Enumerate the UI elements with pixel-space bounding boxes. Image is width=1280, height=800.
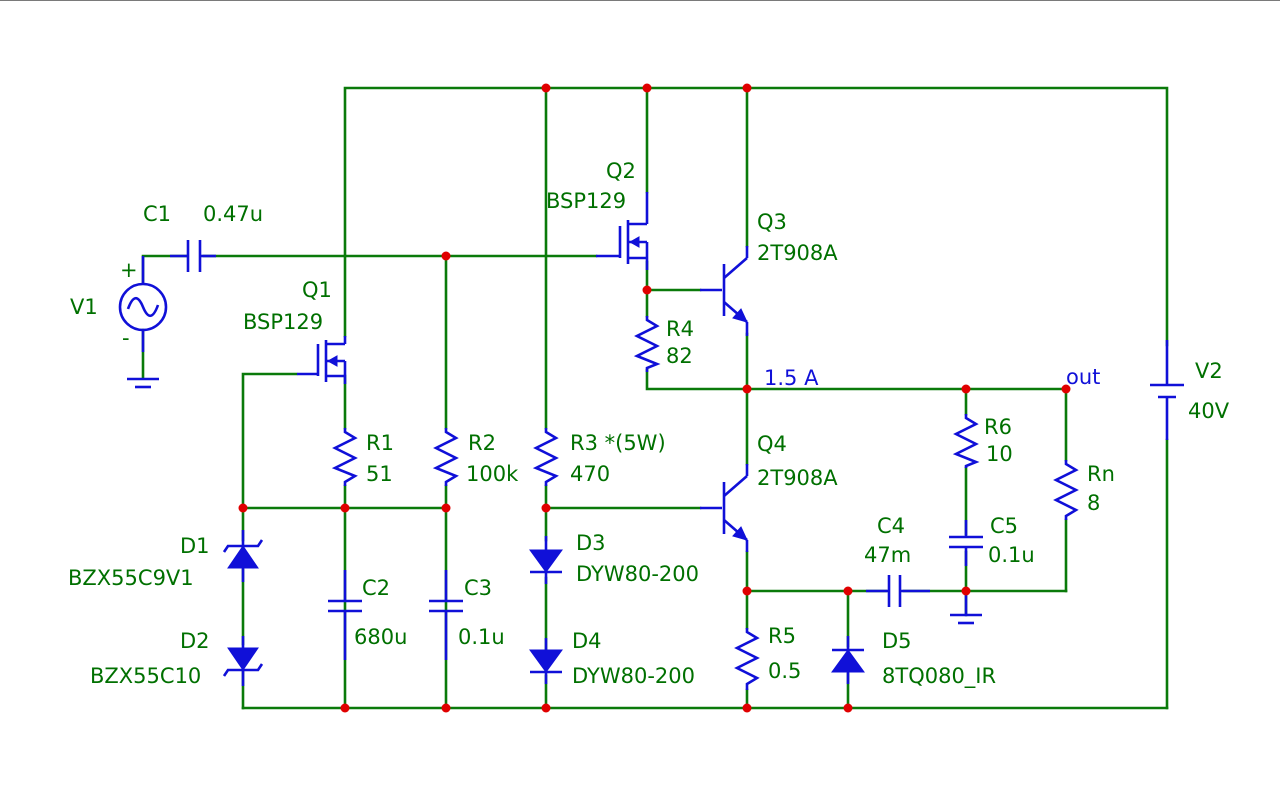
q3-label: Q3 [757,210,787,234]
c4-value: 47m [864,543,911,567]
top-border [0,0,1280,1]
c3-value: 0.1u [458,625,505,649]
r2-label: R2 [468,431,496,455]
rn-value: 8 [1087,491,1100,515]
c2-value: 680u [354,625,407,649]
c5-label: C5 [990,514,1018,538]
c1-label: C1 [143,202,171,226]
q4-value: 2T908A [757,466,838,490]
d4-diode[interactable] [529,638,563,684]
q1-label: Q1 [302,278,332,302]
r6-resistor[interactable] [952,414,980,468]
r3-value: 470 [570,462,610,486]
d4-label: D4 [572,629,602,653]
v1-ground [127,377,159,389]
r5-label: R5 [768,624,796,648]
c5-ground [950,591,982,625]
rn-label: Rn [1087,462,1115,486]
d2-label: D2 [180,629,210,653]
c1-capacitor[interactable] [170,240,216,272]
r5-value: 0.5 [768,659,801,683]
junction-nodes [238,83,1071,713]
r4-label: R4 [666,317,694,341]
d1-value: BZX55C9V1 [68,566,194,590]
d5-label: D5 [882,629,912,653]
d5-diode[interactable] [831,636,865,684]
q3-value: 2T908A [757,241,838,265]
q2-mosfet[interactable] [596,192,649,270]
v1-minus-sign: - [122,326,130,350]
out-net-label: out [1066,365,1100,389]
r1-resistor[interactable] [331,428,358,486]
d3-diode[interactable] [529,536,563,584]
r2-resistor[interactable] [432,428,459,486]
c2-capacitor[interactable] [328,570,362,660]
wires [141,86,1169,710]
q1-mosfet[interactable] [297,336,347,384]
current-annotation: 1.5 A [764,366,819,390]
wire-top-rail [343,86,1169,347]
c4-capacitor[interactable] [866,575,930,607]
r3-resistor[interactable] [532,428,559,486]
r1-value: 51 [366,462,393,486]
c1-value: 0.47u [203,202,263,226]
c2-label: C2 [362,576,390,600]
wire-v1-c1 [141,254,188,285]
wire-output-bus [645,368,1068,462]
d4-value: DYW80-200 [572,664,695,688]
c4-label: C4 [877,514,905,538]
v2-value: 40V [1188,399,1230,423]
q2-label: Q2 [606,159,636,183]
v1-plus-sign: + [120,258,138,282]
d2-zener[interactable] [222,636,264,686]
v1-source[interactable] [118,256,168,352]
d1-zener[interactable] [222,530,264,582]
v2-label: V2 [1195,359,1223,383]
r1-label: R1 [366,431,394,455]
rn-resistor[interactable] [1053,460,1079,520]
r6-label: R6 [984,415,1012,439]
r6-value: 10 [986,442,1013,466]
d1-label: D1 [180,534,210,558]
v1-label: V1 [70,295,98,319]
d3-value: DYW80-200 [576,562,699,586]
q3-transistor[interactable] [700,246,749,336]
q1-value: BSP129 [243,310,323,334]
c5-value: 0.1u [988,543,1035,567]
v2-battery[interactable] [1150,340,1184,440]
c3-label: C3 [464,576,492,600]
c5-capacitor[interactable] [949,520,983,566]
r4-resistor[interactable] [633,316,661,372]
d3-label: D3 [576,531,606,555]
q4-transistor[interactable] [700,464,749,552]
c3-capacitor[interactable] [429,570,463,660]
r5-resistor[interactable] [734,628,760,690]
q4-label: Q4 [757,432,787,456]
wire-q1-gate [241,372,298,510]
r4-value: 82 [666,344,693,368]
q2-value: BSP129 [546,189,626,213]
d5-value: 8TQ080_IR [882,664,996,689]
r3-label: R3 *(5W) [570,431,666,455]
d2-value: BZX55C10 [90,664,201,688]
r2-value: 100k [466,462,519,486]
